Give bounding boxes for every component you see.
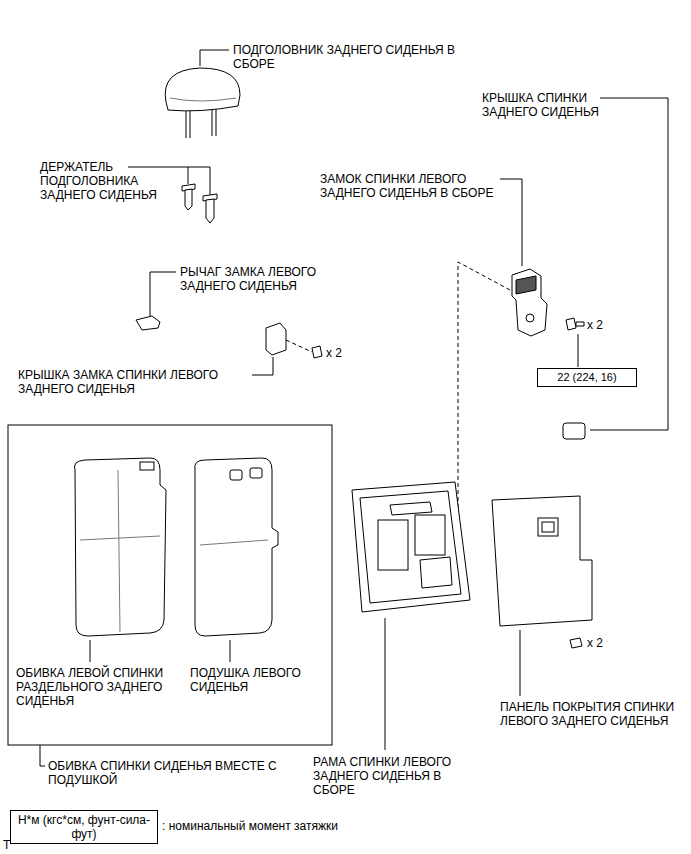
part-label: КРЫШКА СПИНКИ ЗАДНЕГО СИДЕНЬЯ: [482, 91, 614, 119]
seatback-cover: [563, 423, 585, 439]
leader-line: [520, 630, 521, 696]
part-label: ОБИВКА ЛЕВОЙ СПИНКИ РАЗДЕЛЬНОГО ЗАДНЕГО …: [16, 666, 186, 708]
assembly-line: [286, 340, 312, 352]
part-label: ЗАМОК СПИНКИ ЛЕВОГО ЗАДНЕГО СИДЕНЬЯ В СБ…: [320, 172, 498, 200]
seatback-lock: [512, 269, 547, 336]
seatback-panel: [492, 496, 592, 626]
quantity-label: x 2: [587, 318, 627, 332]
bracket-box: [8, 425, 332, 745]
leader-line: [90, 640, 230, 662]
quantity-label: x 2: [326, 346, 366, 360]
leader-line: [252, 357, 273, 375]
seatback-frame: [352, 482, 470, 612]
leader-line: [40, 745, 45, 766]
group-label: ОБИВКА СПИНКИ СИДЕНЬЯ ВМЕСТЕ С ПОДУШКОЙ: [48, 759, 298, 787]
part-label: КРЫШКА ЗАМКА СПИНКИ ЛЕВОГО ЗАДНЕГО СИДЕН…: [18, 368, 250, 396]
part-label: ПОДГОЛОВНИК ЗАДНЕГО СИДЕНЬЯ В СБОРЕ: [233, 43, 478, 71]
part-label: РЫЧАГ ЗАМКА ЛЕВОГО ЗАДНЕГО СИДЕНЬЯ: [180, 265, 340, 293]
box-text: 22 (224, 16): [538, 369, 636, 386]
lock-cover: [266, 323, 286, 355]
part-label: ДЕРЖАТЕЛЬ ПОДГОЛОВНИКА ЗАДНЕГО СИДЕНЬЯ: [40, 160, 165, 202]
legend-box: Н*м (кгс*см, фунт-сила-фут): [10, 810, 158, 844]
leader-line: [385, 618, 386, 750]
leader-line: [150, 272, 176, 316]
leader-line: [500, 179, 522, 266]
seatback-pad: [195, 458, 278, 636]
group-box: ОБИВКА ЛЕВОЙ СПИНКИ РАЗДЕЛЬНОГО ЗАДНЕГО …: [8, 425, 332, 745]
leader-line: [578, 334, 579, 367]
headrest-holder: [182, 184, 217, 223]
bolt: [566, 318, 584, 330]
box-text: Н*м (кгс*см, фунт-сила-фут): [11, 811, 157, 843]
torque-box: 22 (224, 16): [537, 368, 637, 387]
seatback-cover-upholstery: [74, 458, 166, 636]
legend-text: : номинальный момент затяжки: [162, 819, 422, 833]
clip: [570, 638, 582, 648]
lock-lever: [136, 316, 160, 330]
part-label: ПАНЕЛЬ ПОКРЫТИЯ СПИНКИ ЛЕВОГО ЗАДНЕГО СИ…: [500, 700, 680, 728]
leader-line: [200, 50, 229, 66]
part-label: РАМА СПИНКИ ЛЕВОГО ЗАДНЕГО СИДЕНЬЯ В СБО…: [313, 755, 485, 797]
screw: [312, 346, 322, 358]
quantity-label: x 2: [587, 636, 627, 650]
part-label: ПОДУШКА ЛЕВОГО СИДЕНЬЯ: [190, 666, 324, 694]
headrest: [165, 68, 240, 138]
